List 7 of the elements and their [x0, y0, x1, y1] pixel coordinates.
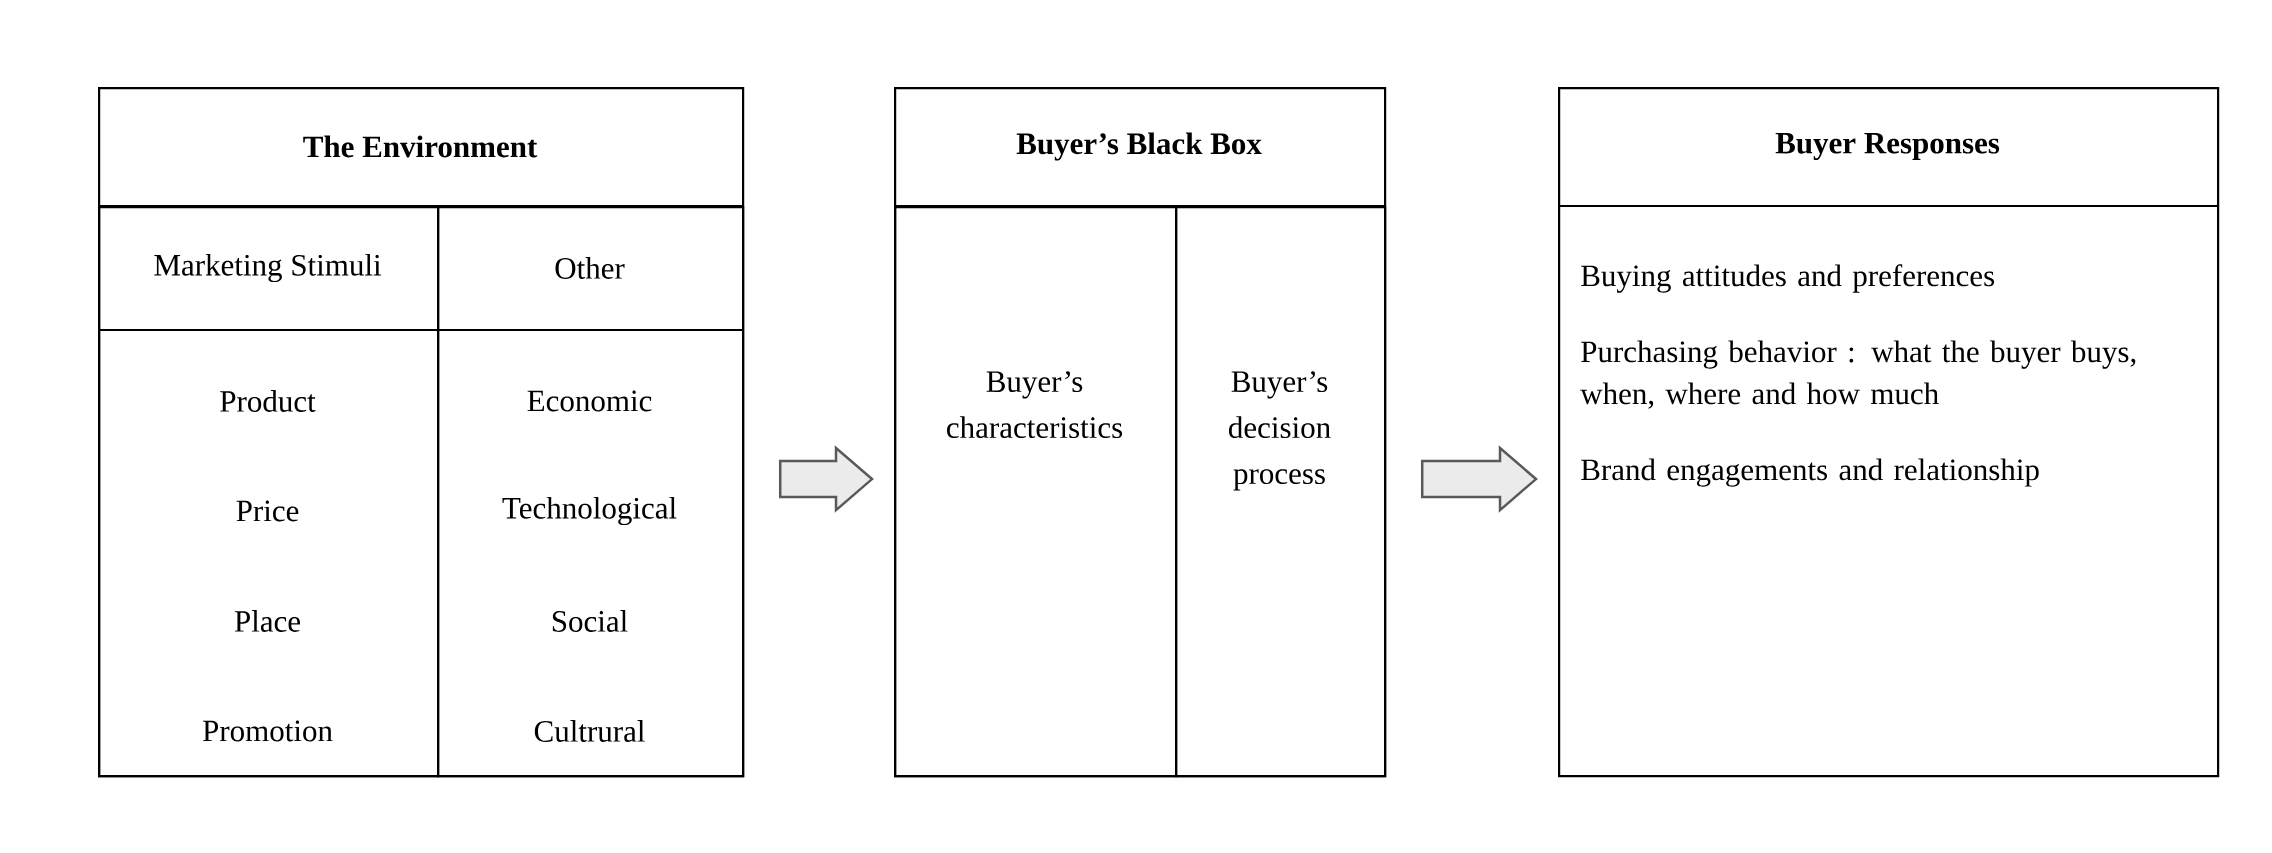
- column-box: Buyer’s characteristics: [894, 206, 1178, 778]
- block-arrow: [778, 445, 874, 513]
- column-box: Marketing Stimuli Product Price Place Promotion: [98, 206, 440, 778]
- column-box: Other Economic Technological Social Cultrural: [437, 206, 745, 778]
- column-box: Buyer’s decision process: [1175, 206, 1387, 778]
- panel-box: Buyer Responses Buying attitudes and preferences Purchasing behavior : what the buyer buys, when, where and how much Brand engagements and relationship: [1558, 87, 2220, 778]
- block-arrow: [1420, 445, 1538, 513]
